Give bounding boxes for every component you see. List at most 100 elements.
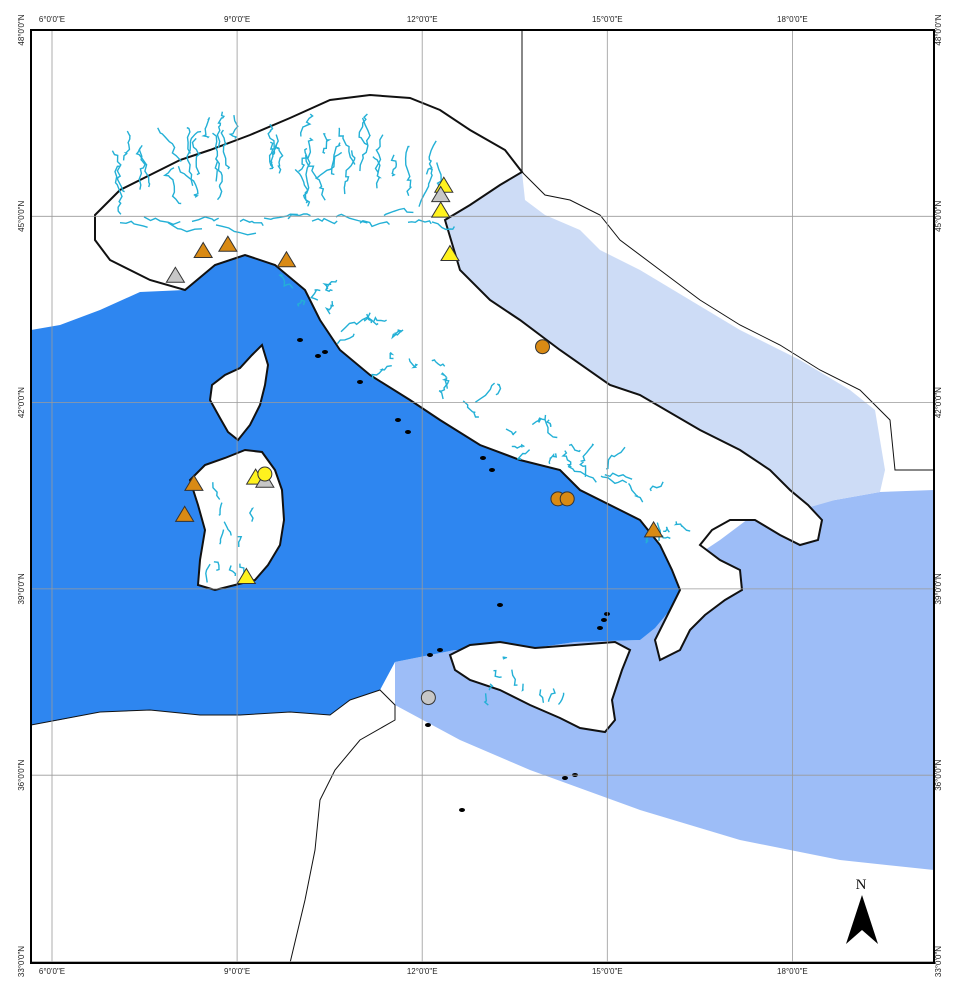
- river-line: [215, 224, 257, 236]
- lat-tick-label-right: 36°0'0"N: [934, 759, 943, 790]
- river-line: [228, 565, 237, 577]
- river-line: [310, 289, 321, 301]
- river-line: [111, 150, 125, 193]
- river-line: [366, 313, 379, 326]
- river-line: [394, 329, 403, 336]
- river-line: [547, 688, 556, 702]
- lat-tick-label-left: 48°0'0"N: [17, 14, 26, 45]
- river-line: [338, 127, 356, 165]
- adriatic-sea-zone: [445, 172, 885, 510]
- river-line: [359, 117, 371, 172]
- island-dot: [357, 380, 363, 384]
- river-line: [212, 482, 221, 500]
- river-line: [407, 219, 432, 225]
- triangle-marker-orange: [643, 520, 664, 538]
- river-line: [248, 507, 255, 522]
- lon-tick-label-top: 9°0'0"E: [224, 15, 250, 24]
- river-line: [296, 299, 306, 307]
- river-line: [228, 115, 239, 139]
- river-line: [167, 222, 203, 233]
- river-line: [475, 382, 496, 403]
- north-arrow-icon: [846, 895, 862, 944]
- river-line: [143, 216, 181, 226]
- river-line: [191, 137, 202, 176]
- river-line: [404, 145, 412, 196]
- river-line: [462, 400, 479, 418]
- island-dot: [489, 468, 495, 472]
- map-area: [31, 30, 934, 963]
- coordinate-labels: 6°0'0"E6°0'0"E9°0'0"E9°0'0"E12°0'0"E12°0…: [17, 14, 943, 977]
- triangle-marker-yellow: [430, 201, 451, 218]
- river-line: [219, 529, 225, 545]
- lon-tick-label-bottom: 15°0'0"E: [592, 967, 623, 976]
- lat-tick-label-left: 36°0'0"N: [17, 759, 26, 790]
- triangle-marker-orange: [217, 235, 238, 252]
- river-line: [239, 218, 264, 227]
- circle-marker-orange: [535, 339, 551, 355]
- triangle-marker-orange: [184, 474, 204, 491]
- island-dot: [480, 456, 486, 460]
- river-line: [237, 536, 243, 548]
- river-line: [390, 154, 398, 177]
- river-line: [114, 165, 123, 215]
- island-dot: [297, 338, 303, 342]
- lon-tick-label-top: 18°0'0"E: [777, 15, 808, 24]
- river-line: [223, 521, 232, 536]
- river-line: [441, 377, 449, 389]
- river-line: [561, 450, 572, 468]
- river-line: [274, 134, 284, 174]
- river-line: [220, 129, 231, 170]
- lat-tick-label-right: 42°0'0"N: [934, 387, 943, 418]
- river-line: [302, 147, 311, 204]
- river-line: [278, 273, 294, 289]
- river-line: [673, 521, 691, 532]
- river-line: [371, 365, 392, 380]
- island-dot: [322, 350, 328, 354]
- graticule-lines: [31, 30, 934, 963]
- island-dot: [497, 603, 503, 607]
- river-line: [336, 333, 355, 345]
- circle-marker-orange: [559, 491, 575, 507]
- river-line: [545, 419, 552, 428]
- river-line: [605, 446, 626, 470]
- island-dot: [562, 776, 568, 780]
- triangle-marker-orange: [276, 250, 297, 268]
- island-dot: [459, 808, 465, 812]
- river-line: [335, 213, 368, 224]
- circle-marker-gray: [420, 690, 436, 706]
- sampling-markers: [165, 176, 664, 706]
- river-line: [138, 145, 146, 190]
- lat-tick-label-left: 45°0'0"N: [17, 201, 26, 232]
- river-line: [600, 475, 628, 485]
- river-line: [186, 130, 202, 186]
- river-line: [374, 134, 384, 174]
- triangle-marker-orange: [174, 505, 195, 522]
- lon-tick-label-bottom: 6°0'0"E: [39, 967, 65, 976]
- river-line: [440, 372, 447, 379]
- river-line: [372, 156, 382, 189]
- river-line: [495, 383, 502, 396]
- lat-tick-label-right: 45°0'0"N: [934, 201, 943, 232]
- river-line: [324, 283, 333, 293]
- river-line: [268, 141, 274, 169]
- river-line: [322, 279, 338, 290]
- river-line: [389, 351, 395, 360]
- italian-peninsula: [94, 93, 824, 662]
- lat-tick-label-left: 33°0'0"N: [17, 946, 26, 977]
- river-line: [216, 111, 226, 149]
- river-line: [418, 167, 433, 207]
- river-line: [213, 561, 220, 571]
- river-line: [557, 692, 565, 705]
- island-dot: [405, 430, 411, 434]
- triangle-marker-orange: [193, 241, 214, 258]
- lon-tick-label-top: 6°0'0"E: [39, 15, 65, 24]
- river-line: [340, 312, 371, 333]
- river-line: [122, 130, 131, 161]
- river-line: [661, 535, 671, 540]
- river-line: [408, 358, 419, 369]
- river-line: [483, 693, 489, 706]
- north-africa-coast: [31, 689, 396, 963]
- map-frame: [30, 29, 935, 964]
- island-dot: [395, 418, 401, 422]
